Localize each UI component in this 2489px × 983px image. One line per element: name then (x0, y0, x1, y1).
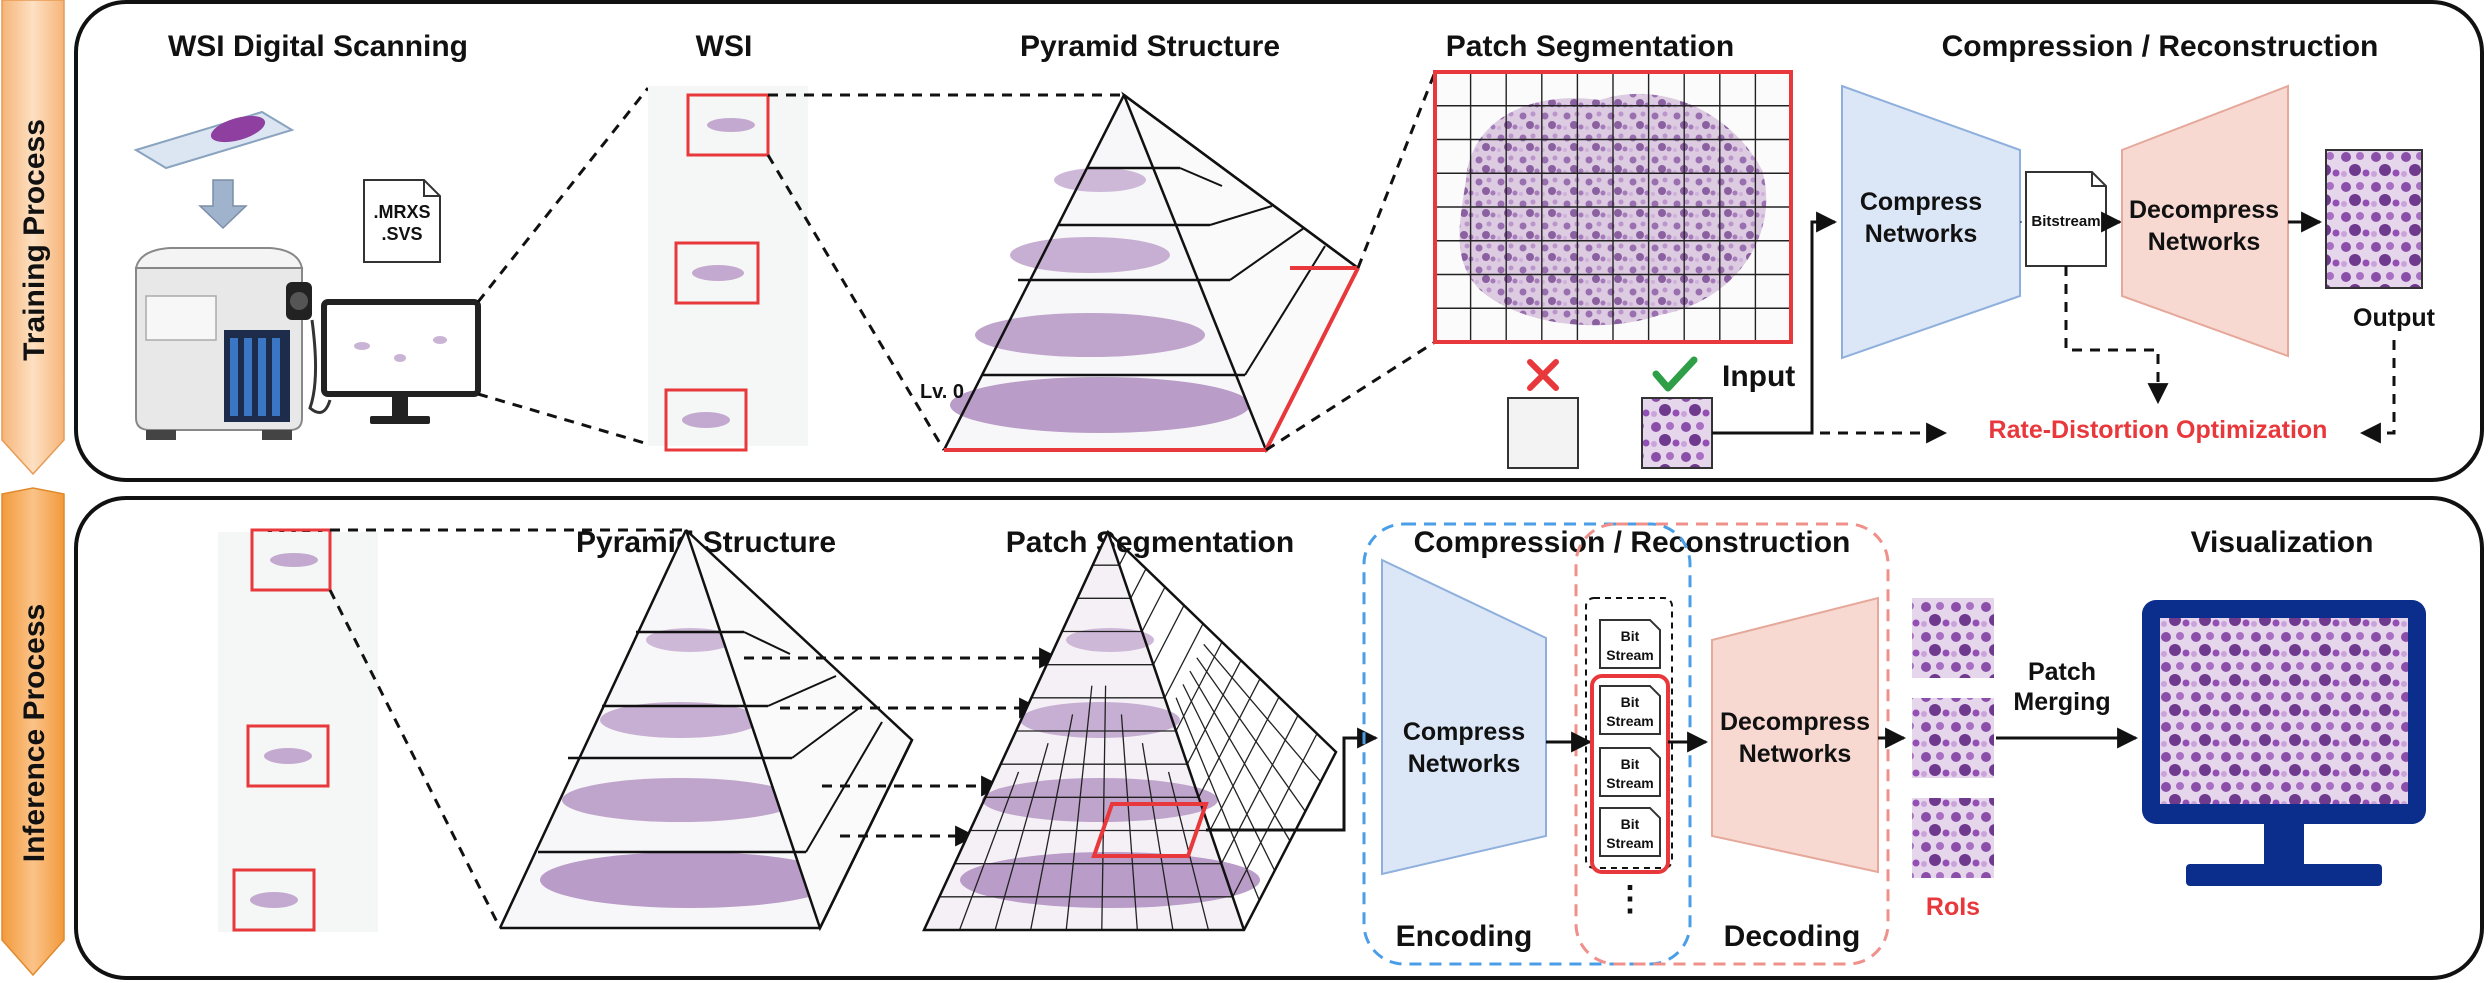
dashed-connector (1356, 71, 1437, 269)
bitstream-file (1599, 685, 1661, 735)
merging-label: Patch (2028, 658, 2096, 686)
inf-wsi-thumbnail (232, 868, 316, 932)
glass-slide-icon (133, 110, 295, 170)
inf-decompress-label: Networks (1739, 740, 1852, 768)
training-side-label: Training Process (1, 0, 65, 476)
bitstream-file-label: Bit (1621, 756, 1640, 772)
dashed-arrow (2359, 340, 2396, 444)
training-label: Training Process (18, 119, 51, 361)
dashed-connector (328, 589, 502, 929)
dashed-connector (766, 154, 946, 451)
pyramid-title: Pyramid Structure (1020, 30, 1280, 63)
bitstream-file-label: Bit (1621, 628, 1640, 644)
wsi-thumbnail (686, 93, 770, 157)
inf-compress-label: Compress (1403, 718, 1525, 746)
inf-compression-title: Compression / Reconstruction (1414, 526, 1851, 559)
bitstream-file (1599, 807, 1661, 857)
wsi-thumbnail (674, 241, 760, 305)
inf-pyramid-structure (498, 529, 914, 932)
inf-compress-label: Networks (1408, 750, 1521, 778)
inf-compress-network (1381, 558, 1547, 876)
roi-patch (1912, 798, 1994, 878)
compress-network (1841, 84, 2021, 360)
output-patch (2325, 149, 2423, 289)
output-label: Output (2353, 304, 2436, 332)
empty-patch (1507, 397, 1579, 469)
inference-side-label: Inference Process (1, 487, 65, 977)
compression-title: Compression / Reconstruction (1942, 30, 2379, 63)
level-label: Lv. 0 (920, 381, 964, 403)
file-type-svs: .SVS (381, 224, 422, 244)
inference-panel (74, 496, 2484, 980)
selected-bitstream-frame (1590, 674, 1670, 874)
dashed-connector (476, 87, 650, 303)
compress-label: Networks (1865, 220, 1978, 248)
bitstream-file-label: Stream (1606, 775, 1653, 791)
bitstream-file (1599, 747, 1661, 797)
file-type-mrxs: .MRXS (373, 202, 430, 222)
bitstream-file-label: Bit (1621, 816, 1640, 832)
merging-label: Merging (2013, 688, 2110, 716)
inference-label: Inference Process (18, 604, 51, 862)
input-arrow (1712, 211, 1838, 435)
rdo-label: Rate-Distortion Optimization (1989, 416, 2328, 444)
file-icon (363, 179, 441, 263)
scanner-icon (134, 247, 312, 440)
bitstream-stack (1585, 597, 1673, 869)
wsi-title: WSI (696, 30, 753, 63)
selected-patch-arrow (1206, 727, 1379, 832)
decompress-label: Decompress (2129, 196, 2279, 224)
inf-patch-pyramid (922, 529, 1338, 932)
pyramid-structure (942, 91, 1360, 454)
rois-label: RoIs (1926, 893, 1980, 921)
compress-label: Compress (1860, 188, 1982, 216)
encoding-label: Encoding (1396, 920, 1533, 953)
decompress-network (2121, 84, 2289, 358)
dashed-arrow (2064, 266, 2169, 405)
decompress-label: Networks (2148, 228, 2261, 256)
visualization-title: Visualization (2191, 526, 2374, 559)
inf-segmentation-title: Patch Segmentation (1006, 526, 1294, 559)
inf-decompress-label: Decompress (1720, 708, 1870, 736)
inf-wsi-strip (218, 532, 378, 932)
inf-wsi-thumbnail (250, 528, 332, 592)
training-panel (74, 0, 2484, 482)
wsi-thumbnail (664, 388, 748, 452)
tissue-patch (1641, 397, 1713, 469)
input-label: Input (1722, 360, 1795, 393)
down-arrow-icon (198, 179, 248, 230)
dashed-connector (1265, 340, 1436, 452)
dashed-connector (477, 392, 649, 446)
bitstream-file-label: Stream (1606, 835, 1653, 851)
bitstream-file-label: Stream (1606, 647, 1653, 663)
bitstream-label: Bitstream (2031, 213, 2100, 230)
patch-grid (1433, 70, 1793, 344)
bitstream-file (1599, 619, 1661, 669)
decoding-label: Decoding (1724, 920, 1861, 953)
inf-wsi-thumbnail (246, 724, 330, 788)
bitstream-file-label: Bit (1621, 694, 1640, 710)
display-monitor-icon (2142, 600, 2426, 886)
roi-patch (1912, 698, 1994, 778)
scanning-title: WSI Digital Scanning (168, 30, 468, 63)
roi-patch (1912, 598, 1994, 678)
inf-decompress-network (1711, 596, 1879, 874)
check-icon (1652, 356, 1698, 392)
bitstream-file-label: Stream (1606, 713, 1653, 729)
ellipsis: ⋮ (1613, 880, 1647, 918)
computer-monitor-icon (321, 299, 481, 424)
scanner-cable (308, 319, 332, 414)
reject-icon (1527, 359, 1559, 391)
segmentation-title: Patch Segmentation (1446, 30, 1734, 63)
